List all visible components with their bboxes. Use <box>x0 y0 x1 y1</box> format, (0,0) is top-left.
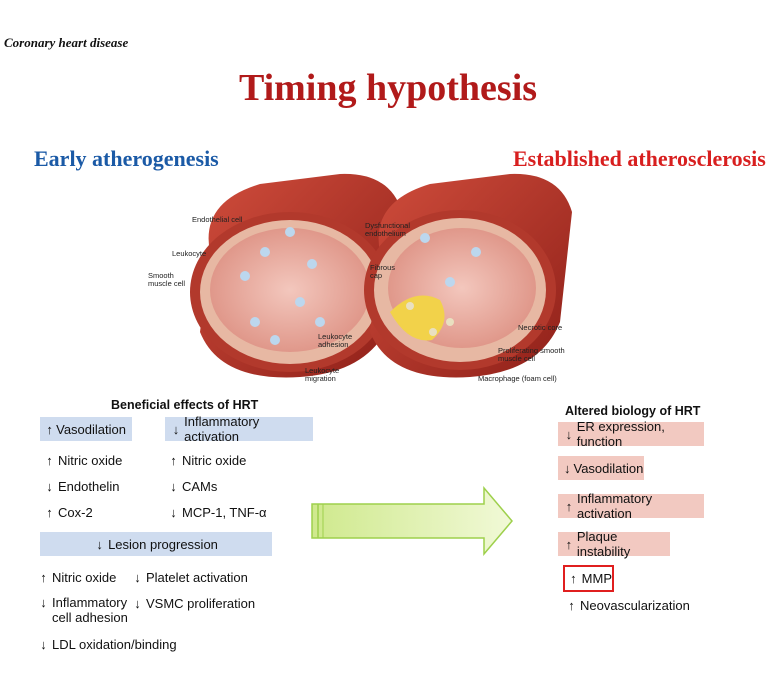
transition-arrow-icon <box>311 486 513 556</box>
er-expression-label: ER expression, function <box>576 419 665 449</box>
down-arrow-icon: ↓ <box>46 479 53 494</box>
inflammatory-item-label: Nitric oxide <box>182 453 247 468</box>
up-arrow-icon: ↑ <box>46 505 53 520</box>
inflammatory-item: ↓ CAMs <box>168 479 217 494</box>
down-arrow-icon: ↓ <box>40 637 47 652</box>
up-arrow-icon: ↑ <box>568 598 575 613</box>
page-title: Timing hypothesis <box>238 67 538 109</box>
mmp-highlight-box: ↑ MMP <box>563 565 614 592</box>
label-necrotic-core: Necrotic core <box>518 323 563 332</box>
vasodilation-item-label: Nitric oxide <box>58 453 123 468</box>
neovascularization-label: Neovascularization <box>580 598 690 613</box>
lesion-item-label: Nitric oxide <box>52 570 117 585</box>
vasodilation-item-label: Cox-2 <box>58 505 93 520</box>
artery-illustration <box>190 173 572 378</box>
vasodilation-box-label: Vasodilation <box>56 421 126 437</box>
lesion-item: ↑ Nitric oxide <box>38 570 116 585</box>
up-arrow-icon: ↑ <box>565 498 573 514</box>
label-dysfunctional-endothelium: Dysfunctional endothelium <box>365 221 411 238</box>
altered-heading: Altered biology of HRT <box>565 404 701 418</box>
lesion-item-label: VSMC proliferation <box>146 596 256 611</box>
lesion-box-label: Lesion progression <box>108 536 218 552</box>
down-arrow-icon: ↓ <box>134 570 141 585</box>
inflammatory-box-label: Inflammatory activation <box>184 414 260 444</box>
beneficial-heading: Beneficial effects of HRT <box>111 398 259 412</box>
lesion-item: ↓ Platelet activation <box>132 570 248 585</box>
neovascularization-item: ↑ Neovascularization <box>566 598 690 613</box>
mmp-label: MMP <box>581 571 612 586</box>
label-fibrous-cap: Fibrous cap <box>370 263 396 280</box>
lesion-item: ↓ VSMC proliferation <box>132 596 255 611</box>
vasodilation-altered-box: ↓Vasodilation <box>558 456 644 480</box>
inflammatory-item: ↑ Nitric oxide <box>168 453 246 468</box>
inflammatory-item: ↓ MCP-1, TNF-α <box>168 505 267 520</box>
established-atherosclerosis-label: Established atherosclerosis <box>513 146 766 171</box>
vasodilation-box: ↑Vasodilation <box>40 417 132 441</box>
lesion-item-label: Inflammatory cell adhesion <box>52 595 128 625</box>
inflammatory-box: ↓Inflammatory activation <box>165 414 313 444</box>
down-arrow-icon: ↓ <box>565 426 573 442</box>
down-arrow-icon: ↓ <box>172 421 180 437</box>
up-arrow-icon: ↑ <box>565 536 573 552</box>
up-arrow-icon: ↑ <box>40 570 47 585</box>
early-atherogenesis-label: Early atherogenesis <box>34 146 219 171</box>
label-endothelial-cell: Endothelial cell <box>192 215 243 224</box>
vasodilation-altered-label: Vasodilation <box>573 460 644 476</box>
lesion-item: ↓ LDL oxidation/binding <box>38 637 177 652</box>
down-arrow-icon: ↓ <box>96 536 103 552</box>
down-arrow-icon: ↓ <box>134 596 141 611</box>
up-arrow-icon: ↑ <box>570 571 577 586</box>
down-arrow-icon: ↓ <box>170 479 177 494</box>
up-arrow-icon: ↑ <box>46 453 53 468</box>
up-arrow-icon: ↑ <box>170 453 177 468</box>
inflammatory-altered-label: Inflammatory activation <box>576 491 653 521</box>
down-arrow-icon: ↓ <box>170 505 177 520</box>
label-macrophage: Macrophage (foam cell) <box>478 374 557 383</box>
vasodilation-item: ↓ Endothelin <box>44 479 119 494</box>
label-smooth-muscle-cell: Smooth muscle cell <box>148 271 186 288</box>
down-arrow-icon: ↓ <box>564 460 571 476</box>
label-leukocyte-migration: Leukocyte migration <box>305 366 340 383</box>
up-arrow-icon: ↑ <box>46 421 53 437</box>
vasodilation-item-label: Endothelin <box>58 479 120 494</box>
early-artery <box>190 173 402 378</box>
lesion-item: ↓ Inflammatory cell adhesion <box>38 595 128 625</box>
plaque-instability-label: Plaque instability <box>576 529 631 559</box>
established-artery <box>364 173 572 378</box>
inflammatory-item-label: CAMs <box>182 479 218 494</box>
lesion-box: ↓ Lesion progression <box>40 532 272 556</box>
down-arrow-icon: ↓ <box>40 595 47 610</box>
vasodilation-item: ↑ Nitric oxide <box>44 453 122 468</box>
label-leukocyte-adhesion: Leukocyte adhesion <box>318 332 353 349</box>
er-expression-box: ↓ER expression, function <box>558 419 704 449</box>
label-proliferating-smooth-muscle: Proliferating smooth muscle cell <box>498 346 565 363</box>
vasodilation-item: ↑ Cox-2 <box>44 505 93 520</box>
inflammatory-item-label: MCP-1, TNF-α <box>182 505 267 520</box>
topic-label: Coronary heart disease <box>4 35 129 50</box>
lesion-item-label: Platelet activation <box>146 570 248 585</box>
plaque-instability-box: ↑Plaque instability <box>558 529 670 559</box>
inflammatory-altered-box: ↑Inflammatory activation <box>558 491 704 521</box>
lesion-item-label: LDL oxidation/binding <box>52 637 177 652</box>
label-leukocyte: Leukocyte <box>172 249 207 258</box>
